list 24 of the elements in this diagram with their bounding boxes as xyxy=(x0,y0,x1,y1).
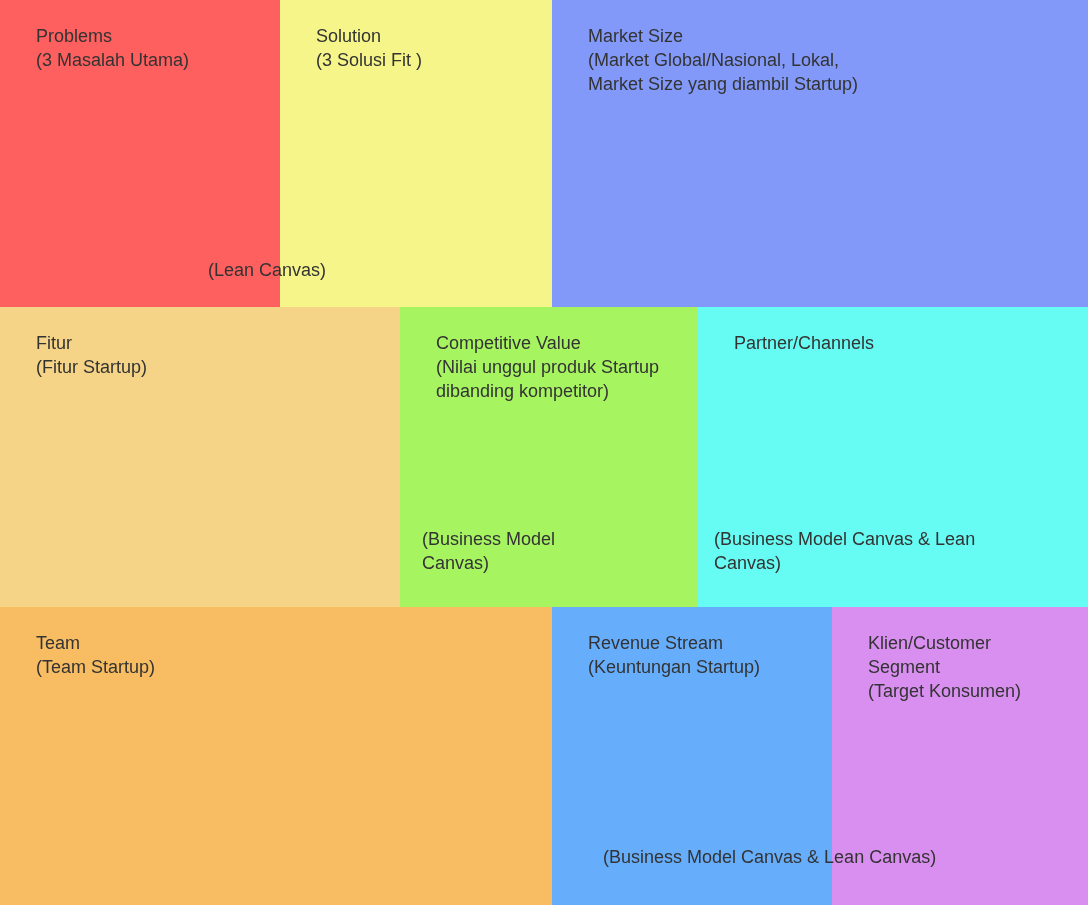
description-text: (3 Masalah Utama) xyxy=(36,49,191,72)
heading-text: Klien/Customer Segment xyxy=(868,632,993,679)
canvas-block xyxy=(0,307,400,607)
description-text: (3 Solusi Fit ) xyxy=(316,49,424,72)
heading-text: Team xyxy=(36,632,81,655)
canvas-block xyxy=(0,607,552,905)
canvas-block xyxy=(400,307,698,607)
description-text: (Nilai unggul produk Startup dibanding kompetitor) xyxy=(436,356,661,403)
description-text: (Keuntungan Startup) xyxy=(588,656,762,679)
description-text: (Target Konsumen) xyxy=(868,680,1023,703)
heading-text: Competitive Value xyxy=(436,332,582,355)
canvas-block xyxy=(552,0,1088,307)
heading-text: Market Size xyxy=(588,25,685,48)
heading-text: Partner/Channels xyxy=(734,332,876,355)
canvas-block xyxy=(698,307,1088,607)
description-text: (Business Model Canvas & Lean Canvas) xyxy=(714,528,977,575)
description-text: (Fitur Startup) xyxy=(36,356,149,379)
heading-text: Fitur xyxy=(36,332,73,355)
description-text: (Market Global/Nasional, Lokal, Market Size yang diambil Startup) xyxy=(588,49,860,96)
description-text: (Team Startup) xyxy=(36,656,157,679)
heading-text: Revenue Stream xyxy=(588,632,725,655)
source-note: (Business Model Canvas) xyxy=(422,528,557,575)
heading-text: Problems xyxy=(36,25,114,48)
heading-text: Solution xyxy=(316,25,383,48)
